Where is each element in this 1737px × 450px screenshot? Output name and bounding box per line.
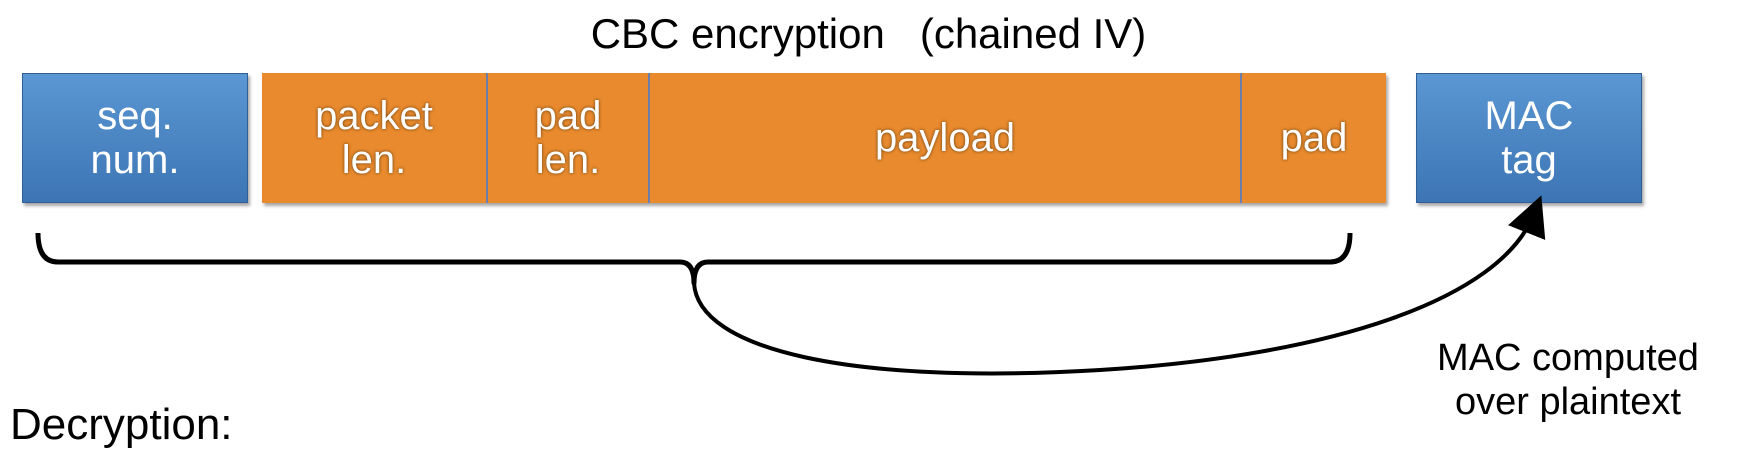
payload-label: payload — [874, 116, 1016, 160]
packet-len-label-line2: len. — [341, 138, 407, 182]
payload-cell: payload — [650, 73, 1240, 203]
packet-len-label-line1: packet — [315, 94, 433, 138]
mac-tag-box: MAC tag — [1416, 73, 1642, 203]
pad-len-label-line2: len. — [535, 138, 601, 182]
mac-note: MAC computed over plaintext — [1418, 336, 1718, 424]
divider-pad-payload — [648, 73, 650, 203]
mac-note-line1: MAC computed — [1437, 337, 1699, 379]
divider-packet-pad — [486, 73, 488, 203]
seq-num-box: seq. num. — [22, 73, 248, 203]
encrypted-region — [262, 73, 1386, 203]
seq-num-label-line1: seq. — [97, 94, 173, 138]
packet-len-cell: packet len. — [262, 73, 486, 203]
brace-arrow-svg — [35, 195, 1546, 376]
mac-arrow — [692, 195, 1546, 376]
pad-cell: pad — [1242, 73, 1386, 203]
pad-len-cell: pad len. — [488, 73, 648, 203]
mac-input-brace — [35, 232, 1353, 286]
mac-note-line2: over plaintext — [1454, 381, 1681, 423]
mac-tag-label-line1: MAC — [1484, 94, 1574, 138]
pad-label: pad — [1280, 116, 1348, 160]
pad-len-label-line1: pad — [534, 94, 602, 138]
decryption-heading: Decryption: — [10, 400, 233, 449]
seq-num-label-line2: num. — [90, 138, 180, 182]
mac-tag-label-line2: tag — [1501, 138, 1557, 182]
divider-payload-pad — [1240, 73, 1242, 203]
diagram-title: CBC encryption (chained IV) — [590, 10, 1147, 57]
